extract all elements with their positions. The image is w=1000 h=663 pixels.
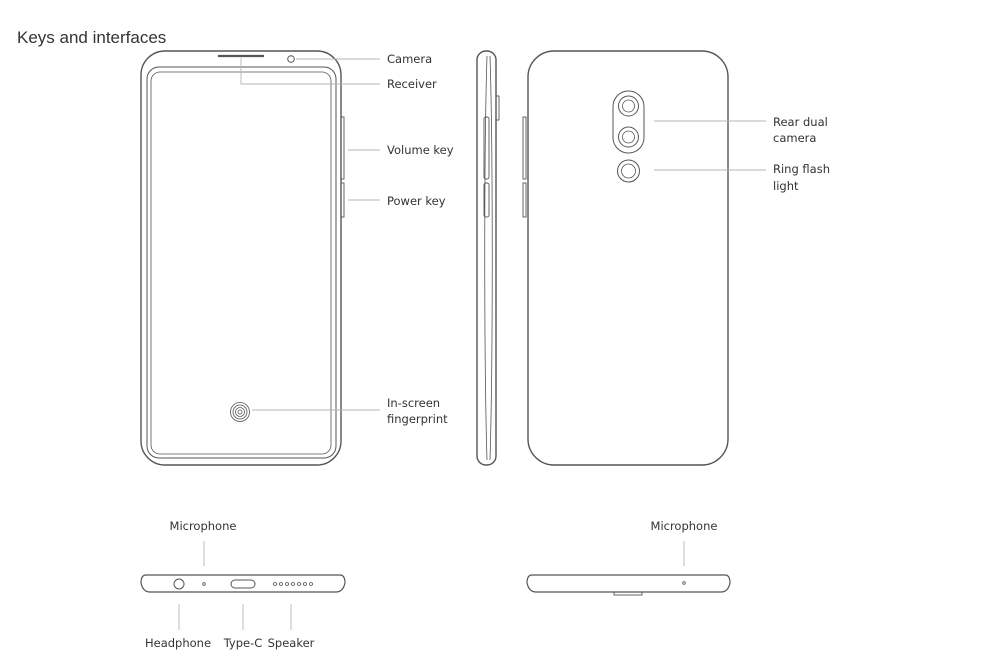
leader-lines <box>178 58 766 630</box>
label-speaker: Speaker <box>268 636 315 650</box>
speaker-grille-shape <box>273 582 313 586</box>
label-fingerprint-line2: fingerprint <box>387 412 448 426</box>
label-receiver: Receiver <box>387 77 437 91</box>
label-top-microphone: Microphone <box>651 519 718 533</box>
headphone-jack-shape <box>173 578 185 590</box>
power-key-shape <box>340 182 345 218</box>
label-bottom-microphone: Microphone <box>170 519 237 533</box>
phone-back-view <box>522 50 729 466</box>
label-type-c: Type-C <box>223 636 263 650</box>
labels: Camera Receiver Volume key Power key In-… <box>145 52 830 650</box>
rear-dual-camera-shape <box>612 90 645 154</box>
page-title: Keys and interfaces <box>17 28 167 47</box>
ring-flash-shape <box>617 159 640 183</box>
label-flash-line1: Ring flash <box>773 162 830 176</box>
label-rear-camera-line1: Rear dual <box>773 115 828 129</box>
fingerprint-icon <box>230 402 250 422</box>
label-flash-line2: light <box>773 179 799 193</box>
phone-front-view <box>140 50 345 466</box>
sim-tray-shape <box>613 591 643 596</box>
label-headphone: Headphone <box>145 636 211 650</box>
phone-bottom-edge-view <box>140 574 346 593</box>
volume-key-shape <box>340 116 345 180</box>
phone-top-edge-view <box>526 574 731 596</box>
label-camera: Camera <box>387 52 432 66</box>
label-fingerprint-line1: In-screen <box>387 396 440 410</box>
bottom-mic-hole <box>202 582 206 586</box>
phone-side-view <box>476 50 500 466</box>
label-volume-key: Volume key <box>387 143 454 157</box>
label-power-key: Power key <box>387 194 446 208</box>
type-c-port-shape <box>230 579 256 589</box>
label-rear-camera-line2: camera <box>773 131 816 145</box>
front-camera-lens <box>287 55 295 63</box>
top-mic-hole <box>682 581 686 585</box>
